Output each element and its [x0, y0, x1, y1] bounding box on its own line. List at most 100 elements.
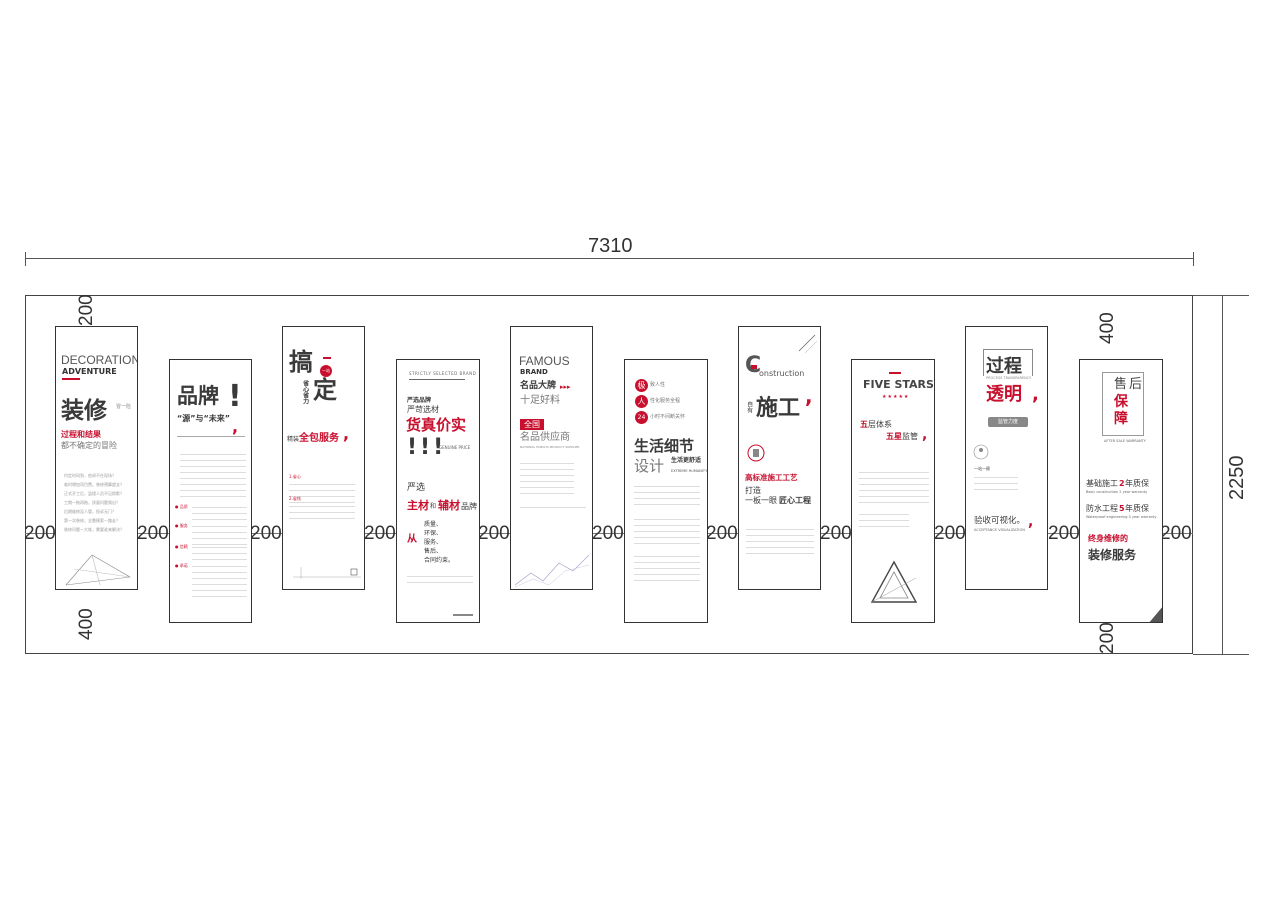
- p10-l1a: 基础施工: [1086, 479, 1118, 488]
- spacing-label-10: 200: [1160, 523, 1192, 544]
- p1-big-title: 装修: [61, 398, 107, 424]
- spacing-label-6: 200: [706, 523, 738, 544]
- p5-arrows: ▸▸▸: [560, 383, 571, 391]
- p7-comma: ,: [805, 384, 813, 408]
- p9-people-icon: [973, 444, 989, 460]
- p7-prefix: 自有: [745, 401, 753, 413]
- p1-line-4: 后期维修没人管，投诉无门？: [64, 509, 116, 514]
- p6-circle-1-text: 极: [637, 381, 646, 390]
- p5-paragraph: [520, 461, 574, 497]
- p7-line-1: 高标准施工工艺: [745, 473, 798, 482]
- p2-label-0: ● 品质: [175, 504, 188, 509]
- p4-line-4a: 主材: [407, 499, 429, 512]
- p7-big: 施工: [756, 396, 801, 421]
- p6-circle-1: 极: [635, 379, 648, 392]
- top-dimension-line: [25, 258, 1193, 259]
- p5-wave-graphic: [514, 554, 590, 588]
- p8-triangle-graphic: [870, 560, 918, 603]
- p9-big-2: 透明: [986, 384, 1022, 405]
- p4-list-4: 合同约束。: [424, 557, 455, 564]
- p4-list-0: 质量、: [424, 521, 443, 528]
- panel-strict-selection: STRICTLY SELECTED BRAND 严选品牌 严苛选材 货真价实 !…: [396, 359, 480, 623]
- p1-title-adventure: ADVENTURE: [62, 367, 117, 376]
- p2-block-2: [192, 545, 247, 563]
- p3-corner-graphic: [293, 567, 361, 579]
- panel-brand: 品牌 ! “源”与“未来” , ● 品质 ● 服务 ● 信赖 ● 承诺: [169, 359, 252, 623]
- p10-corner-triangle: [1149, 607, 1162, 622]
- p9-pill-text: 监管力度: [997, 419, 1018, 425]
- p7-line-3: 一板一眼: [745, 496, 777, 505]
- p3-red-dash: [323, 357, 331, 359]
- p3-sec2-text: [289, 504, 355, 522]
- p6-side-2: EXTREME HUMANITY: [671, 469, 708, 473]
- bottom-gap-label-right: 200: [1097, 622, 1118, 654]
- p6-circle-2: 人: [635, 395, 648, 408]
- p9-paragraph: [974, 475, 1018, 493]
- p5-tag: 全国: [524, 420, 540, 429]
- p10-l1b: 2: [1119, 479, 1125, 488]
- p5-paragraph-2: [520, 505, 586, 511]
- p4-top-text: STRICTLY SELECTED BRAND: [409, 371, 477, 376]
- bottom-margin-label-left: 400: [76, 608, 97, 640]
- p7-corner-lines: [798, 334, 818, 354]
- p2-exclaim: !: [228, 379, 242, 414]
- p4-line-2: 严苛选材: [407, 405, 439, 414]
- p4-footer-text: [407, 574, 473, 586]
- p5-line-3: 名品供应商: [520, 432, 570, 443]
- panel-process-transparency: 过程 PROCESS TRANSPARENCY 透明 , 监管力度 一站一顾 验…: [965, 326, 1048, 590]
- p10-char-b: 后: [1129, 377, 1143, 392]
- p1-subtitle-gray: 都不确定的冒险: [61, 441, 117, 450]
- p6-big-2: 设计: [634, 457, 665, 475]
- p10-char-c: 保: [1114, 394, 1128, 410]
- p3-main-service: 全包服务: [299, 433, 339, 444]
- p7-red-mark: [751, 365, 757, 369]
- p2-label-2: ● 信赖: [175, 544, 188, 549]
- p10-r2: 装修服务: [1088, 548, 1137, 562]
- p9-sub: 一站一顾: [974, 466, 990, 471]
- p5-title-brand: BRAND: [520, 368, 548, 376]
- p9-line-2: ACCEPTANCE VISUALIZATION: [974, 528, 1025, 532]
- p8-red-2: 五星: [886, 432, 902, 441]
- p3-mini: 省心省力: [301, 380, 309, 404]
- p10-l2a: 防水工程: [1086, 504, 1118, 513]
- p2-subtitle: “源”与“未来”: [177, 414, 231, 423]
- panel-decoration-adventure: DECORATION ADVENTURE 装修 冒一险 过程和结果 都不确定的冒…: [55, 326, 138, 590]
- panel-after-sale: 售 后 保 障 AFTER SALE WARRANTY 基础施工 2 年质保 B…: [1079, 359, 1163, 623]
- p3-sec1: 1.省心: [289, 474, 301, 479]
- panel-life-detail: 极 致人性 人 性化服务全程 24 小时不间断关怀 生活细节 设计 生活更舒适 …: [624, 359, 708, 623]
- top-dimension-tick-right: [1193, 252, 1194, 266]
- p9-comma-2: ,: [1028, 514, 1034, 530]
- p6-paragraph-1: [634, 484, 700, 508]
- p4-line-4d: 品牌: [461, 502, 477, 511]
- p2-label-3: ● 承诺: [175, 563, 188, 568]
- p9-pill: 监管力度: [988, 417, 1028, 427]
- p2-big-title: 品牌: [177, 384, 219, 408]
- p3-sec1-text: [289, 482, 355, 506]
- p3-sec2: 2.省钱: [289, 496, 301, 501]
- panel-one-stop-service: 搞 一站 省心省力 定 精装 全包服务 , 1.省心 2.省钱: [282, 326, 365, 590]
- p5-line-2: 十足好料: [520, 395, 560, 406]
- right-dimension-line: [1222, 295, 1223, 654]
- p1-subtitle-red: 过程和结果: [61, 430, 101, 439]
- p5-line-4: NATIONAL FAMOUS PRODUCT SUPPLIER: [520, 445, 580, 449]
- p5-tag-box: 全国: [520, 419, 544, 430]
- total-height-label: 2250: [1226, 455, 1248, 501]
- p6-paragraph-3: [634, 554, 700, 584]
- panel-famous-brand: FAMOUS BRAND 名品大牌 ▸▸▸ 十足好料 全国 名品供应商 NATI…: [510, 326, 593, 590]
- p4-from: 从: [407, 534, 417, 545]
- p10-l1c: 年质保: [1125, 479, 1149, 488]
- p9-comma: ,: [1032, 384, 1039, 405]
- p1-line-3: 工期一拖再拖，质量问题频出？: [64, 500, 120, 505]
- p4-line-3: 严选: [407, 483, 426, 493]
- p6-row-1: 致人性: [650, 382, 666, 388]
- p8-line-2: 五星监管: [886, 432, 918, 441]
- spacing-label-7: 200: [820, 523, 852, 544]
- spacing-label-1: 200: [137, 523, 169, 544]
- total-width-label: 7310: [588, 235, 633, 257]
- p7-paragraph: [746, 527, 814, 557]
- p1-line-6: 装修问题一大堆，需要谁来解决？: [64, 527, 124, 532]
- wall-frame: [25, 295, 1193, 654]
- p4-exclaim: !!!: [407, 435, 447, 460]
- p2-label-1: ● 服务: [175, 523, 188, 528]
- p6-circle-3: 24: [635, 411, 648, 424]
